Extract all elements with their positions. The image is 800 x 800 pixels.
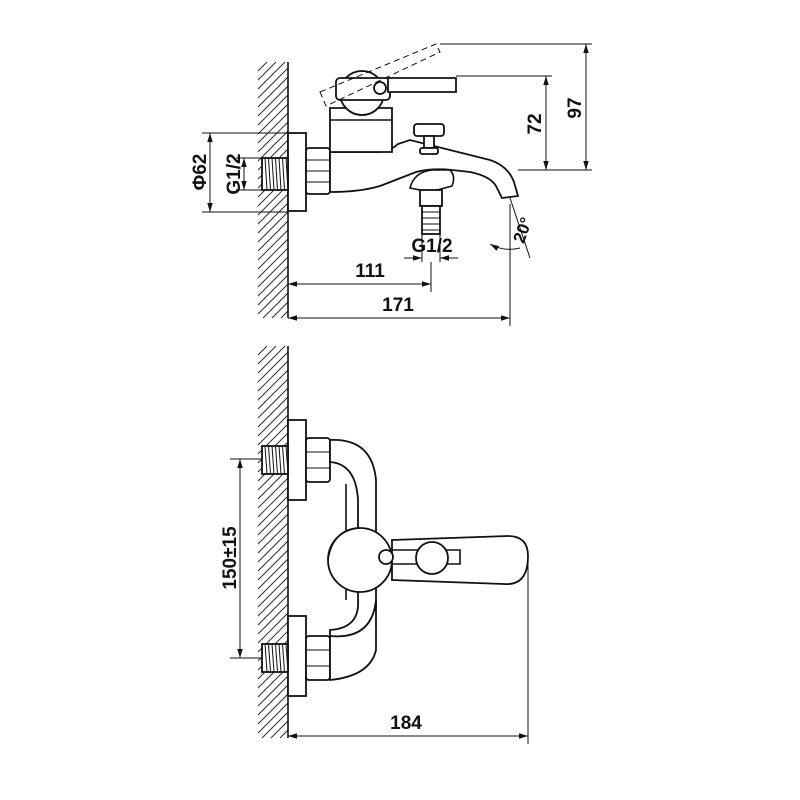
lever-handle: [387, 77, 457, 93]
wall-hatch-bottom: [257, 345, 289, 739]
dim-111: 111: [288, 261, 432, 292]
dim-diameter: Φ62: [190, 132, 288, 213]
dim-angle: 20°: [489, 197, 537, 259]
dim-184: 184: [288, 556, 529, 744]
wall-flange: [287, 132, 307, 212]
dim-97: 97: [440, 43, 592, 171]
mixer-body: [329, 139, 520, 199]
lever-raised-position: [319, 43, 441, 107]
top-hex-nut: [305, 437, 331, 483]
hex-nut: [305, 147, 331, 195]
dim-inlet-thread-label: G1/2: [224, 153, 245, 194]
dim-97-label: 97: [565, 97, 586, 118]
front-view: 150±15 184: [220, 345, 529, 744]
dim-outlet-thread: G1/2: [404, 234, 458, 262]
top-flange: [287, 419, 307, 501]
bottom-hex-nut: [305, 635, 331, 681]
dim-171: 171: [288, 204, 511, 326]
dim-spacing: 150±15: [220, 458, 262, 659]
dim-72-label: 72: [525, 113, 546, 134]
dim-111-label: 111: [355, 261, 385, 282]
dim-171-label: 171: [382, 295, 414, 316]
outlet-connector: [419, 189, 443, 235]
dim-184-label: 184: [390, 713, 422, 734]
diverter-knob: [413, 123, 445, 155]
bottom-flange: [287, 615, 307, 697]
top-inlet-thread: [261, 445, 289, 475]
dim-outlet-thread-label: G1/2: [411, 236, 452, 257]
inlet-thread: [261, 157, 289, 191]
dim-72: 72: [456, 75, 552, 171]
dim-diameter-label: Φ62: [190, 154, 211, 191]
side-view: Φ62 G1/2 G1/2 111 171: [190, 43, 592, 326]
dim-spacing-label: 150±15: [220, 526, 241, 590]
bottom-inlet-thread: [261, 643, 289, 673]
dim-angle-label: 20°: [510, 215, 537, 246]
dim-inlet-thread: G1/2: [224, 153, 262, 195]
